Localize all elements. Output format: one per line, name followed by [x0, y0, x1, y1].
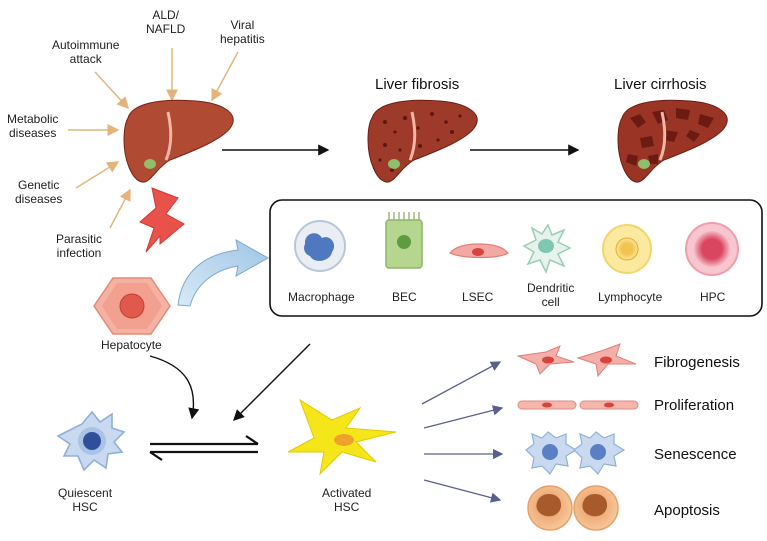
label-proliferation: Proliferation [654, 397, 735, 414]
hpc-icon [685, 222, 739, 276]
label-activated-hsc: Activated HSC [322, 486, 372, 514]
label-fibrogenesis: Fibrogenesis [654, 354, 740, 371]
lsec-icon [449, 243, 509, 259]
cause-arrows [68, 48, 239, 229]
curved-blue-arrow [177, 239, 270, 307]
equilibrium-arrows [149, 435, 259, 461]
proliferation-cells-icon [517, 400, 639, 410]
activated-hsc-icon [287, 398, 397, 476]
hepatocyte-icon [93, 277, 171, 335]
title-liver-fibrosis: Liver fibrosis [375, 76, 460, 93]
arrow-genetic [75, 161, 120, 189]
label-genetic: Genetic diseases [15, 178, 63, 206]
liver-healthy-icon [123, 99, 234, 183]
arrow-viral [211, 51, 239, 102]
liver-fibrosis-icon [367, 99, 478, 183]
fibrogenesis-cells-icon [516, 343, 637, 378]
label-lymphocyte: Lymphocyte [598, 290, 663, 304]
macrophage-icon [294, 220, 346, 272]
lymphocyte-icon [602, 224, 652, 274]
label-senescence: Senescence [654, 446, 737, 463]
arrow-box-to-activated [233, 343, 311, 421]
label-hpc: HPC [700, 290, 726, 304]
label-dendritic-cell: Dendritic cell [527, 281, 575, 309]
arrow-hepatocyte-to-hsc [149, 355, 200, 420]
bec-icon [385, 212, 423, 269]
label-autoimmune: Autoimmune attack [52, 38, 120, 66]
arrow-parasitic [109, 188, 131, 229]
outcome-arrows [421, 361, 504, 503]
label-bec: BEC [392, 290, 417, 304]
label-quiescent-hsc: Quiescent HSC [58, 486, 113, 514]
injury-bolt-icon [139, 187, 185, 253]
label-metabolic: Metabolic diseases [7, 112, 59, 140]
arrow-autoimmune [94, 71, 130, 110]
label-parasitic: Parasitic infection [56, 232, 103, 260]
label-macrophage: Macrophage [288, 290, 355, 304]
apoptosis-cells-icon [527, 485, 619, 531]
dendritic-cell-icon [522, 223, 572, 274]
title-liver-cirrhosis: Liver cirrhosis [614, 76, 707, 93]
label-hepatocyte: Hepatocyte [101, 338, 162, 352]
liver-cirrhosis-icon [617, 99, 728, 183]
senescence-cells-icon [525, 431, 626, 475]
quiescent-hsc-icon [56, 410, 126, 472]
label-lsec: LSEC [462, 290, 494, 304]
label-viral-hepatitis: Viral hepatitis [220, 18, 265, 46]
label-apoptosis: Apoptosis [654, 502, 720, 519]
label-ald-nafld: ALD/ NAFLD [146, 8, 186, 36]
